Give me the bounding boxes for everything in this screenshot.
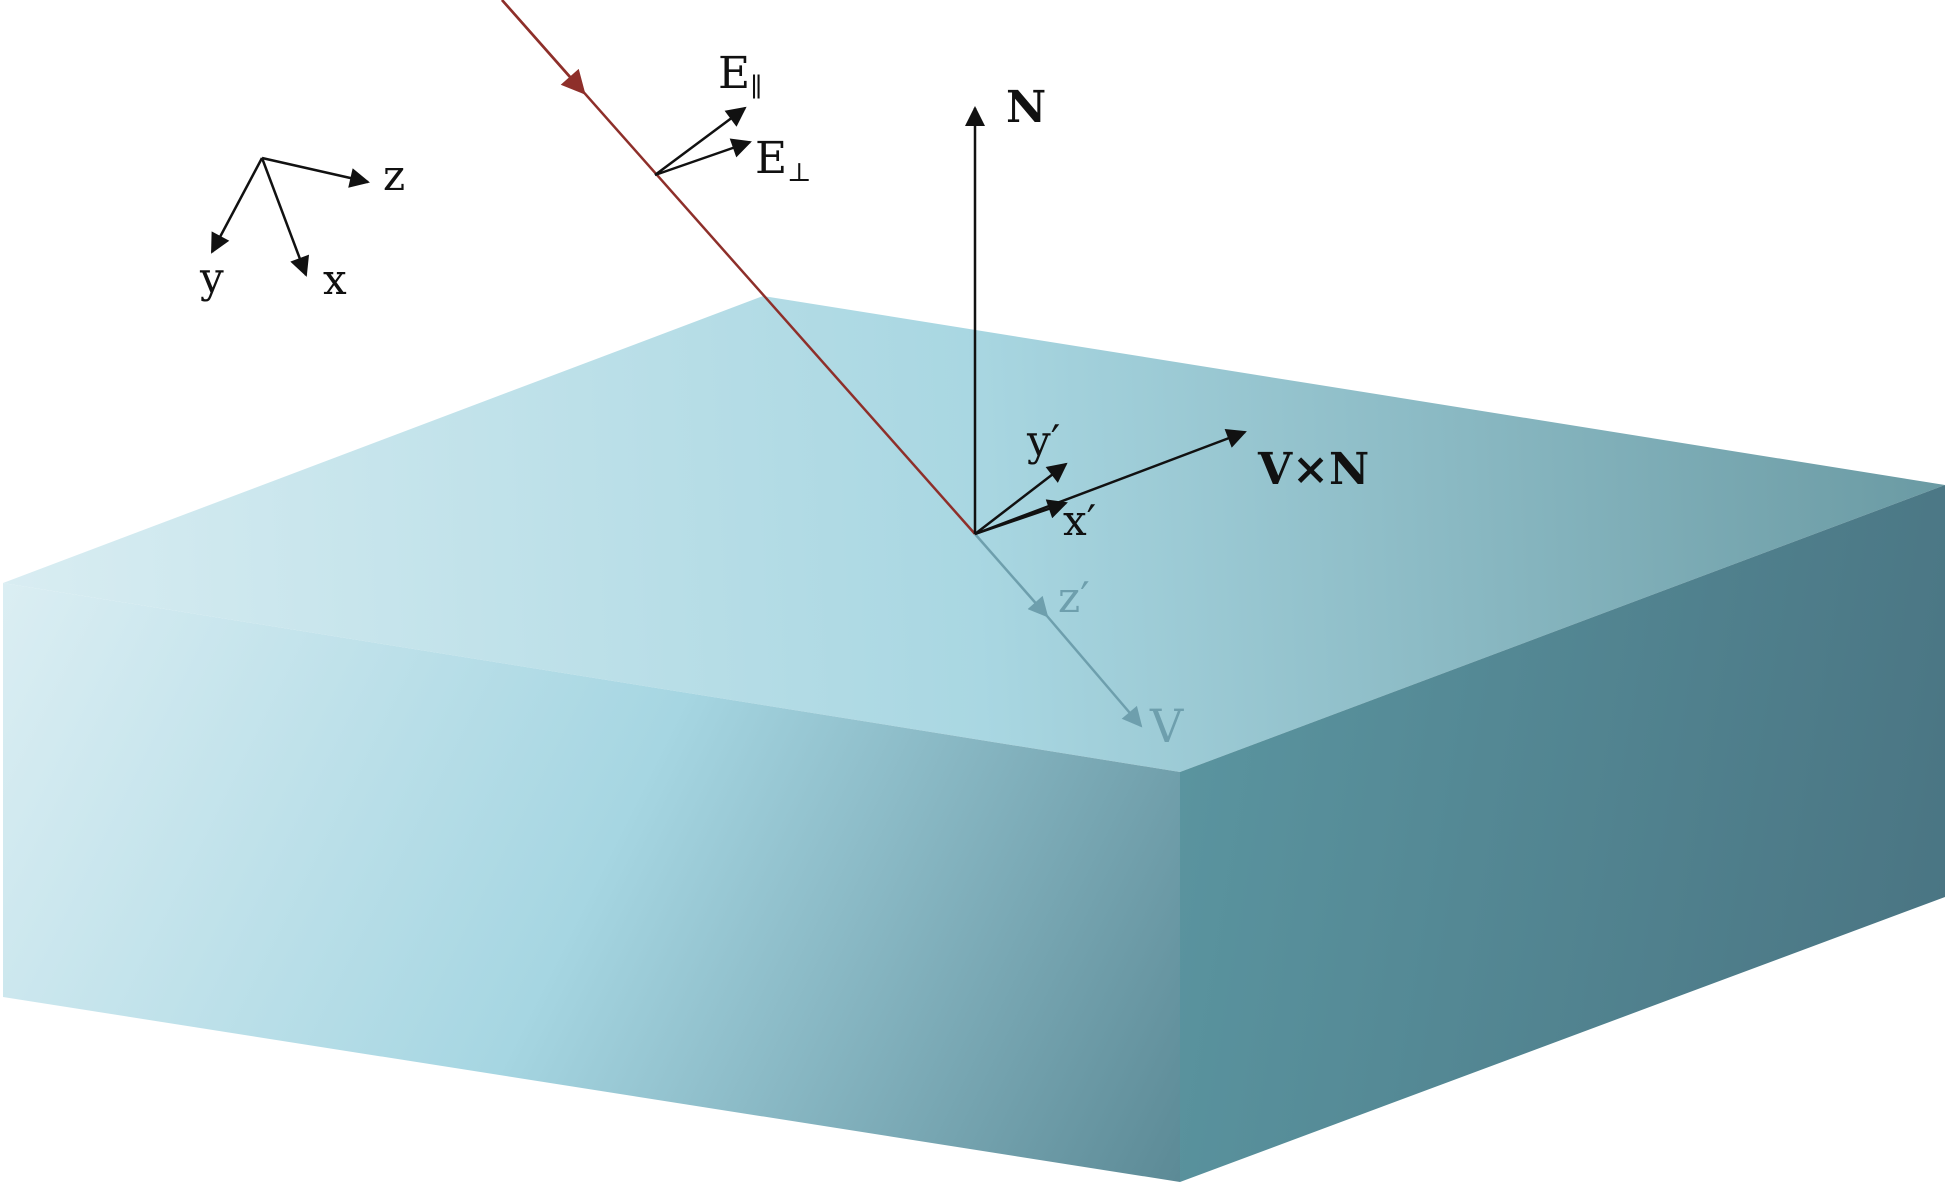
label-z: z [383, 151, 405, 200]
label-e-parallel-sub: ∥ [750, 73, 762, 103]
y-axis [210, 157, 264, 254]
label-e-parallel: E∥ [718, 48, 762, 103]
slab-right-face [1180, 485, 1945, 1182]
label-x: x [323, 255, 347, 304]
slab-front-face [3, 583, 1180, 1182]
global-axes [210, 156, 370, 277]
label-n: N [1006, 82, 1046, 133]
z-axis [261, 156, 370, 188]
label-y-prime: y′ [1026, 416, 1060, 465]
incident-ray-arrow [501, 0, 586, 95]
x-prime-vector [974, 499, 1068, 536]
label-y: y [199, 253, 224, 302]
z-prime-vector [974, 533, 1049, 618]
label-e-perpendicular-sub: ⊥ [787, 158, 811, 188]
label-e-perpendicular: E⊥ [755, 133, 812, 188]
label-v: V [1149, 699, 1184, 753]
v-cross-n-vector [974, 429, 1247, 536]
e-perpendicular-vector [654, 138, 752, 177]
e-parallel-vector [654, 106, 747, 177]
label-x-prime: x′ [1063, 496, 1096, 545]
v-vector [1046, 615, 1143, 728]
label-v-cross-n: V×N [1257, 444, 1369, 495]
x-axis [260, 157, 310, 277]
y-prime-vector [974, 462, 1068, 535]
label-e-parallel-base: E [718, 48, 750, 99]
label-e-perpendicular-base: E [755, 133, 787, 184]
label-z-prime: z′ [1058, 573, 1090, 622]
